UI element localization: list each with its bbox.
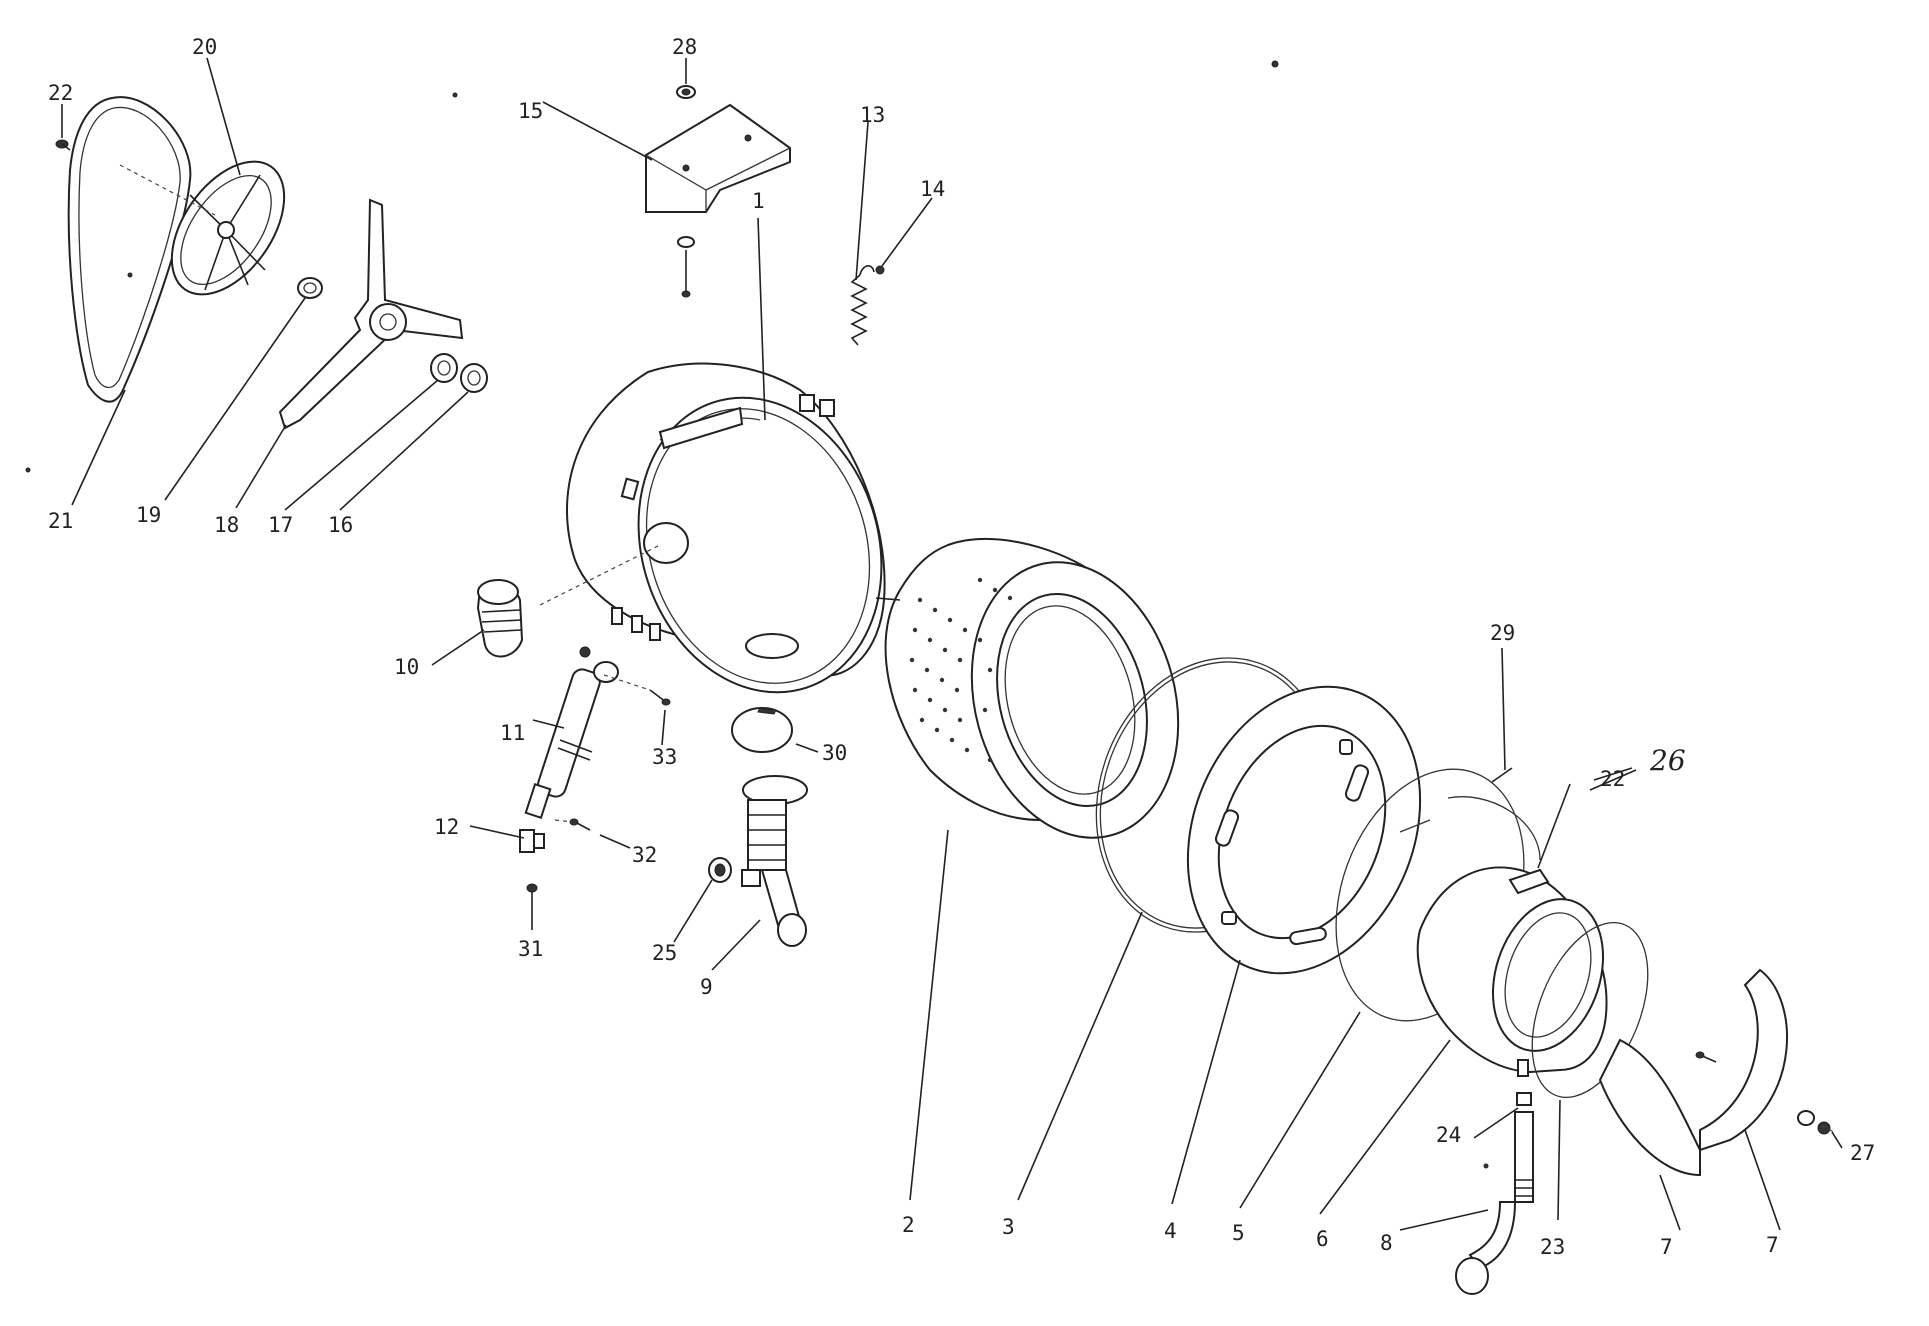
part-30-disc	[731, 707, 793, 753]
label-23: 23	[1540, 1235, 1565, 1259]
part-26-tube	[1399, 796, 1541, 861]
label-18: 18	[214, 513, 239, 537]
part-10-elbow	[476, 579, 524, 658]
part-4-front-plate	[1186, 685, 1422, 975]
strike-through-22	[1589, 769, 1637, 791]
label-12: 12	[434, 815, 459, 839]
label-5: 5	[1232, 1221, 1245, 1245]
part-33-pin	[579, 646, 671, 706]
label-10: 10	[394, 655, 419, 679]
label-4: 4	[1164, 1219, 1177, 1243]
part-7-screw	[1695, 1051, 1717, 1063]
part-11-shock-absorber	[524, 661, 619, 819]
label-1: 1	[752, 189, 765, 213]
label-13: 13	[860, 103, 885, 127]
part-15-counterweight	[645, 103, 791, 213]
label-22-top: 22	[48, 81, 73, 105]
part-9-pump-bellows	[741, 775, 808, 947]
part-7-weight-b	[1699, 968, 1789, 1152]
part-28-washer	[676, 85, 696, 99]
label-28: 28	[672, 35, 697, 59]
alignment-lines	[119, 164, 1835, 1133]
label-6: 6	[1316, 1227, 1329, 1251]
part-29-hose	[1491, 767, 1513, 783]
part-31-nut	[526, 883, 538, 893]
part-25-plug	[708, 857, 732, 883]
part-14-nut	[875, 265, 885, 275]
label-19: 19	[136, 503, 161, 527]
label-20: 20	[192, 35, 217, 59]
label-17: 17	[268, 513, 293, 537]
label-15: 15	[518, 99, 543, 123]
label-9: 9	[700, 975, 713, 999]
part-2-inner-drum	[875, 538, 1180, 839]
label-22-struck: 22	[1600, 767, 1625, 791]
part-13-spring	[850, 265, 875, 346]
label-32: 32	[632, 843, 657, 867]
part-6-tub-front	[1416, 866, 1608, 1077]
part-32-screw	[569, 818, 591, 831]
part-labels: 22 20 15 28 13 14 1 21 19 18 17 16 10 11…	[48, 35, 1875, 1259]
label-29: 29	[1490, 621, 1515, 645]
part-28-bolt	[677, 236, 695, 298]
part-7-weight-a	[1598, 1038, 1701, 1177]
part-21-drive-belt	[67, 96, 192, 403]
label-24: 24	[1436, 1123, 1461, 1147]
stray-specks	[25, 60, 1489, 1169]
part-19-bushing	[297, 277, 323, 299]
label-21: 21	[48, 509, 73, 533]
part-18-cross-arm	[278, 198, 464, 430]
part-23-ring	[1531, 922, 1649, 1098]
label-30: 30	[822, 741, 847, 765]
part-1-outer-tub	[566, 362, 886, 694]
label-25: 25	[652, 941, 677, 965]
label-11: 11	[500, 721, 525, 745]
label-27: 27	[1850, 1141, 1875, 1165]
label-31: 31	[518, 937, 543, 961]
label-3: 3	[1002, 1215, 1015, 1239]
label-16: 16	[328, 513, 353, 537]
part-12-bracket	[519, 829, 545, 853]
part-22-screw	[55, 139, 71, 151]
label-8: 8	[1380, 1231, 1393, 1255]
label-7-right: 7	[1766, 1233, 1779, 1257]
label-33: 33	[652, 745, 677, 769]
part-16-seal	[460, 363, 488, 393]
part-8-drain-hose	[1455, 1111, 1534, 1295]
leader-lines	[61, 57, 1843, 1231]
label-26-handwritten: 26	[1649, 744, 1686, 777]
part-24-cap	[1516, 1092, 1532, 1106]
label-2: 2	[902, 1213, 915, 1237]
label-14: 14	[920, 177, 945, 201]
label-7-left: 7	[1660, 1235, 1673, 1259]
part-27-washer	[1797, 1110, 1831, 1135]
part-17-bearing	[430, 353, 458, 383]
